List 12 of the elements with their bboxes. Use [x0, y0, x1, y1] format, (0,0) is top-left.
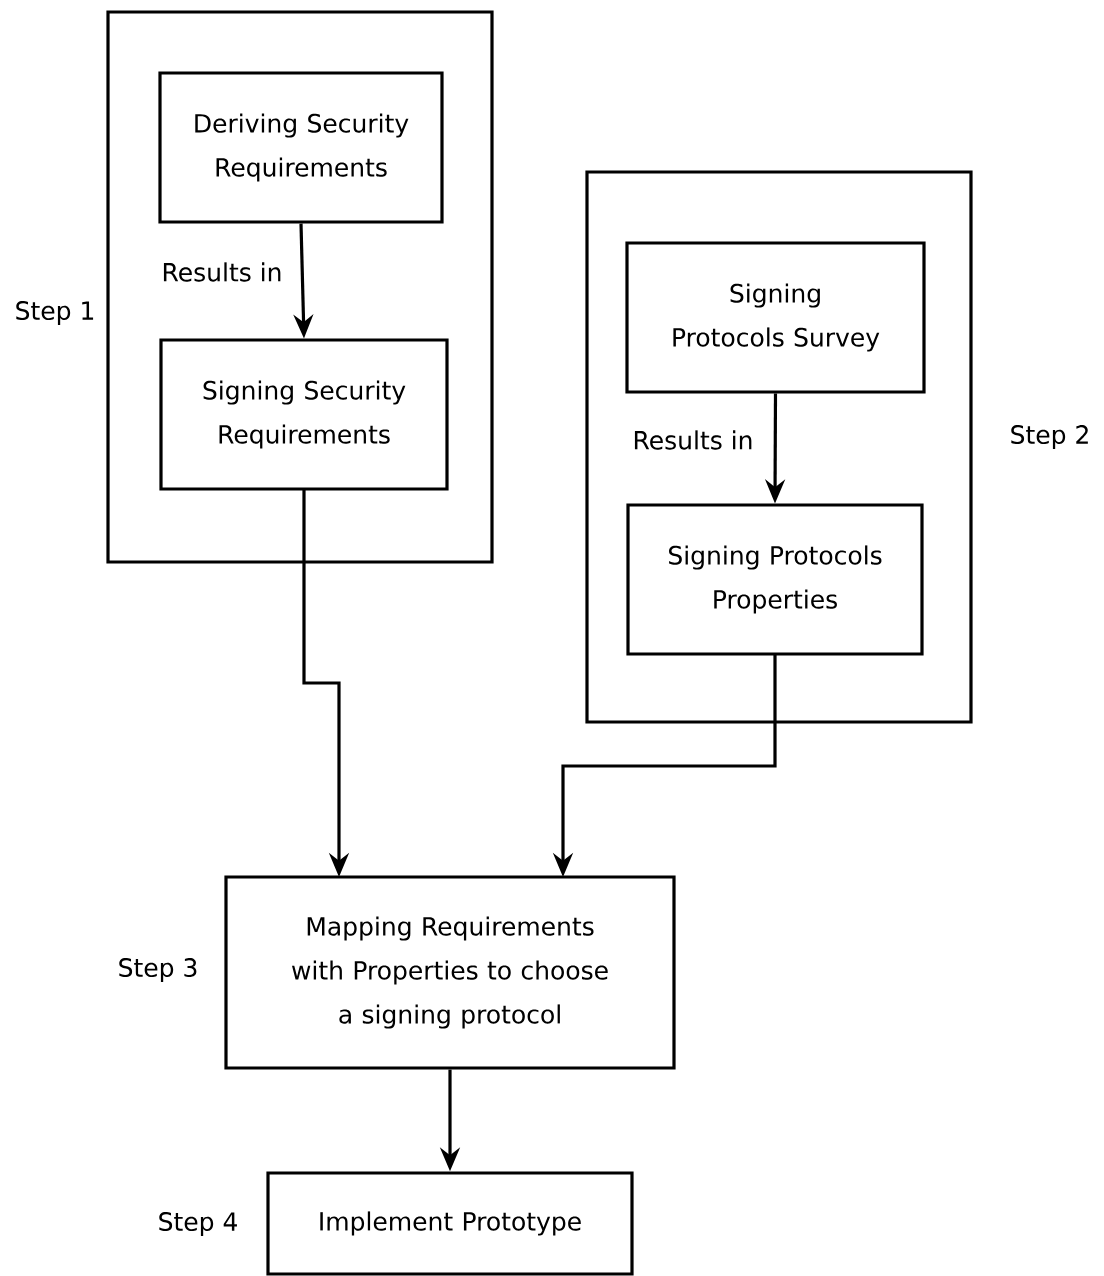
process-box: Signing Protocols Properties	[626, 503, 924, 656]
process-box: Signing Protocols Survey	[625, 241, 926, 394]
step-label: Step 2	[1011, 425, 1088, 449]
process-box: Mapping Requirements with Properties to choose a signing protocol	[224, 875, 676, 1070]
step-label: Step 4	[159, 1212, 237, 1236]
process-box: Signing Security Requirements	[159, 338, 449, 491]
step-label: Step 1	[16, 301, 94, 325]
edge-label: Results in	[159, 260, 285, 284]
step-label: Step 3	[119, 958, 197, 982]
process-box: Deriving Security Requirements	[158, 71, 444, 224]
process-box: Implement Prototype	[266, 1171, 634, 1276]
edge-label: Results in	[630, 428, 756, 452]
